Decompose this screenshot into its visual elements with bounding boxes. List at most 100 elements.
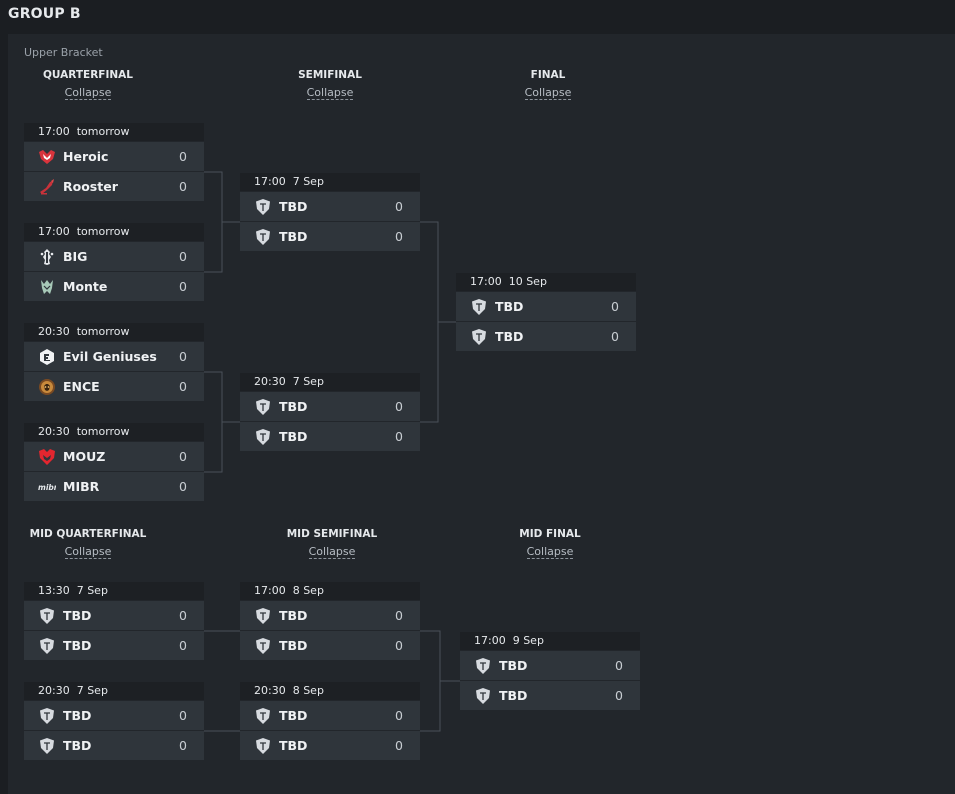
team-row[interactable]: TBD 0: [24, 631, 204, 660]
match-card[interactable]: 13:30 7 Sep TBD 0 TBD 0: [24, 582, 204, 660]
team-row[interactable]: TBD 0: [240, 192, 420, 221]
tbd-shield-icon: [470, 328, 488, 346]
group-title: GROUP B: [8, 6, 81, 22]
team-name: TBD: [63, 708, 92, 723]
match-card[interactable]: 20:30 tomorrow Evil Geniuses 0 ENCE 0: [24, 323, 204, 401]
match-time: 20:30 7 Sep: [24, 682, 204, 700]
tbd-shield-icon: [38, 637, 56, 655]
match-time: 13:30 7 Sep: [24, 582, 204, 600]
match-time: 20:30 tomorrow: [24, 323, 204, 341]
team-score: 0: [179, 738, 187, 753]
team-row[interactable]: ENCE 0: [24, 372, 204, 401]
round-header-quarterfinal: QUARTERFINAL Collapse: [28, 69, 148, 100]
collapse-mid-final-link[interactable]: Collapse: [526, 545, 574, 559]
rooster-logo-icon: [38, 178, 56, 196]
match-card[interactable]: 20:30 8 Sep TBD 0 TBD 0: [240, 682, 420, 760]
match-time: 20:30 7 Sep: [240, 373, 420, 391]
team-name: TBD: [279, 399, 308, 414]
round-header-final: FINAL Collapse: [488, 69, 608, 100]
team-row[interactable]: Monte 0: [24, 272, 204, 301]
tbd-shield-icon: [254, 637, 272, 655]
team-row[interactable]: TBD 0: [456, 322, 636, 351]
team-name: TBD: [63, 638, 92, 653]
collapse-semifinal-link[interactable]: Collapse: [306, 86, 354, 100]
match-card[interactable]: 17:00 7 Sep TBD 0 TBD 0: [240, 173, 420, 251]
team-score: 0: [179, 638, 187, 653]
round-header-semifinal: SEMIFINAL Collapse: [270, 69, 390, 100]
tbd-shield-icon: [470, 298, 488, 316]
tbd-shield-icon: [254, 607, 272, 625]
team-name: TBD: [63, 738, 92, 753]
team-name: TBD: [279, 608, 308, 623]
tbd-shield-icon: [254, 198, 272, 216]
team-row[interactable]: TBD 0: [240, 422, 420, 451]
team-score: 0: [179, 449, 187, 464]
team-row[interactable]: TBD 0: [240, 222, 420, 251]
team-score: 0: [395, 638, 403, 653]
match-card[interactable]: 20:30 7 Sep TBD 0 TBD 0: [24, 682, 204, 760]
match-card[interactable]: 17:00 9 Sep TBD 0 TBD 0: [460, 632, 640, 710]
match-time: 17:00 9 Sep: [460, 632, 640, 650]
round-title: FINAL: [530, 69, 566, 81]
team-score: 0: [179, 708, 187, 723]
team-name: Heroic: [63, 149, 109, 164]
collapse-mid-quarterfinal-link[interactable]: Collapse: [64, 545, 112, 559]
team-row[interactable]: TBD 0: [456, 292, 636, 321]
team-row[interactable]: TBD 0: [240, 601, 420, 630]
match-card[interactable]: 20:30 tomorrow MOUZ 0 mibr MIBR 0: [24, 423, 204, 501]
team-row[interactable]: Rooster 0: [24, 172, 204, 201]
team-row[interactable]: TBD 0: [24, 731, 204, 760]
match-card[interactable]: 20:30 7 Sep TBD 0 TBD 0: [240, 373, 420, 451]
collapse-final-link[interactable]: Collapse: [524, 86, 572, 100]
team-name: BIG: [63, 249, 88, 264]
team-row[interactable]: TBD 0: [240, 392, 420, 421]
team-row[interactable]: TBD 0: [460, 681, 640, 710]
team-row[interactable]: mibr MIBR 0: [24, 472, 204, 501]
match-time: 17:00 tomorrow: [24, 123, 204, 141]
match-card[interactable]: 17:00 tomorrow BIG 0 Monte 0: [24, 223, 204, 301]
team-score: 0: [179, 479, 187, 494]
tbd-shield-icon: [254, 737, 272, 755]
team-name: TBD: [279, 429, 308, 444]
round-header-mid-final: MID FINAL Collapse: [484, 528, 616, 559]
tbd-shield-icon: [38, 707, 56, 725]
team-score: 0: [615, 688, 623, 703]
team-score: 0: [179, 149, 187, 164]
team-row[interactable]: MOUZ 0: [24, 442, 204, 471]
team-score: 0: [395, 708, 403, 723]
team-score: 0: [395, 399, 403, 414]
big-logo-icon: [38, 248, 56, 266]
team-score: 0: [611, 329, 619, 344]
match-card[interactable]: 17:00 tomorrow Heroic 0 Rooster 0: [24, 123, 204, 201]
tbd-shield-icon: [38, 737, 56, 755]
team-row[interactable]: TBD 0: [240, 731, 420, 760]
team-name: TBD: [495, 299, 524, 314]
team-row[interactable]: Evil Geniuses 0: [24, 342, 204, 371]
team-row[interactable]: Heroic 0: [24, 142, 204, 171]
monte-logo-icon: [38, 278, 56, 296]
match-time: 20:30 tomorrow: [24, 423, 204, 441]
team-row[interactable]: BIG 0: [24, 242, 204, 271]
team-name: Monte: [63, 279, 108, 294]
match-card[interactable]: 17:00 10 Sep TBD 0 TBD 0: [456, 273, 636, 351]
team-row[interactable]: TBD 0: [24, 601, 204, 630]
collapse-mid-semifinal-link[interactable]: Collapse: [308, 545, 356, 559]
team-score: 0: [179, 279, 187, 294]
team-row[interactable]: TBD 0: [460, 651, 640, 680]
team-row[interactable]: TBD 0: [240, 701, 420, 730]
match-card[interactable]: 17:00 8 Sep TBD 0 TBD 0: [240, 582, 420, 660]
team-name: Rooster: [63, 179, 118, 194]
team-name: TBD: [279, 229, 308, 244]
round-title: MID FINAL: [519, 528, 581, 540]
round-header-mid-semifinal: MID SEMIFINAL Collapse: [266, 528, 398, 559]
team-row[interactable]: TBD 0: [240, 631, 420, 660]
team-name: ENCE: [63, 379, 100, 394]
team-score: 0: [395, 229, 403, 244]
match-time: 17:00 8 Sep: [240, 582, 420, 600]
collapse-quarterfinal-link[interactable]: Collapse: [64, 86, 112, 100]
ence-logo-icon: [38, 378, 56, 396]
team-score: 0: [179, 379, 187, 394]
team-name: MIBR: [63, 479, 100, 494]
tbd-shield-icon: [254, 428, 272, 446]
team-row[interactable]: TBD 0: [24, 701, 204, 730]
